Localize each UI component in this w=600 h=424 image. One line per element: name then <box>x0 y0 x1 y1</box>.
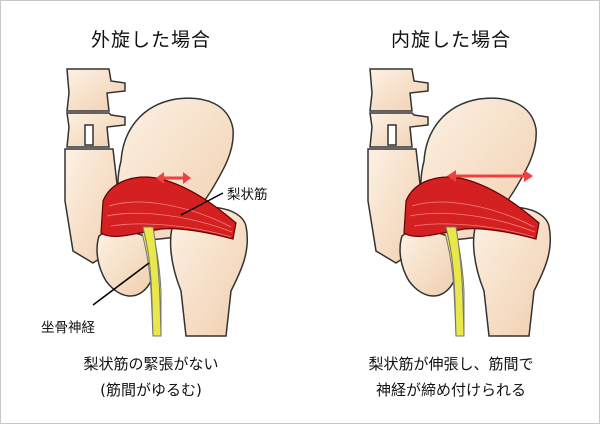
nerve-leader-line <box>92 262 150 306</box>
left-caption: 梨状筋の緊張がない (筋間がゆるむ) <box>1 351 301 403</box>
right-caption-line1: 梨状筋が伸張し、筋間で <box>368 355 534 373</box>
left-title: 外旋した場合 <box>90 29 211 51</box>
sciatic-nerve-label: 坐骨神経 <box>41 320 95 336</box>
left-anatomy <box>64 68 249 337</box>
muscle-leader-line <box>180 192 224 216</box>
right-title: 内旋した場合 <box>390 29 511 51</box>
left-caption-line2: (筋間がゆるむ) <box>100 381 202 399</box>
right-caption-line2: 神経が締め付けられる <box>375 381 526 399</box>
left-double-arrow <box>156 172 191 184</box>
right-double-arrow <box>447 170 533 182</box>
right-caption: 梨状筋が伸張し、筋間で 神経が締め付けられる <box>301 351 599 403</box>
left-caption-line1: 梨状筋の緊張がない <box>83 355 219 373</box>
right-anatomy <box>367 68 552 337</box>
piriformis-label: 梨状筋 <box>227 187 268 203</box>
